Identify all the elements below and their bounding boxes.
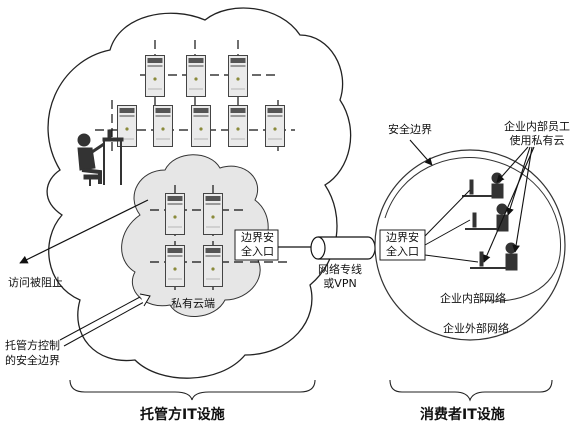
dedicated-line-label-line1: 网络专线: [318, 263, 362, 276]
employee-pointer-arrows: [483, 146, 535, 263]
hoster-boundary-label-line1: 托管方控制: [5, 339, 60, 352]
employees-label-line2: 使用私有云: [509, 134, 565, 147]
left-security-gateway: [234, 229, 279, 261]
security-boundary-arrow: [409, 139, 433, 166]
access-blocked-arrow: [19, 199, 149, 264]
internal-network-label: 企业内部网络: [440, 292, 506, 305]
internal-links: [424, 189, 479, 263]
hoster-boundary-pointer: [59, 293, 151, 347]
employees-label-line1: 企业内部员工: [504, 120, 570, 133]
external-network-label: 企业外部网络: [443, 322, 509, 335]
hoster-brace: [69, 379, 316, 401]
left-gateway-label-line1: 边界安: [241, 231, 274, 244]
vpn-tunnel-icon: [278, 236, 378, 260]
right-gateway-label-line1: 边界安: [386, 231, 419, 244]
consumer-it-label: 消费者IT设施: [420, 407, 505, 423]
hoster-it-label: 托管方IT设施: [140, 407, 225, 423]
right-security-gateway: [379, 229, 426, 261]
consumer-brace: [389, 379, 553, 402]
dedicated-line-label-line2: 或VPN: [323, 277, 357, 290]
workstation-user-icon: [77, 129, 124, 186]
left-gateway-label-line2: 全入口: [241, 245, 274, 258]
enterprise-external-boundary: [374, 149, 566, 341]
hoster-boundary-label-line2: 的安全边界: [5, 354, 60, 367]
access-blocked-label: 访问被阻止: [8, 276, 63, 289]
security-boundary-label: 安全边界: [388, 123, 432, 136]
private-cloud-label: 私有云端: [171, 297, 215, 310]
right-gateway-label-line2: 全入口: [386, 245, 419, 258]
enterprise-internal-boundary: [384, 157, 562, 302]
